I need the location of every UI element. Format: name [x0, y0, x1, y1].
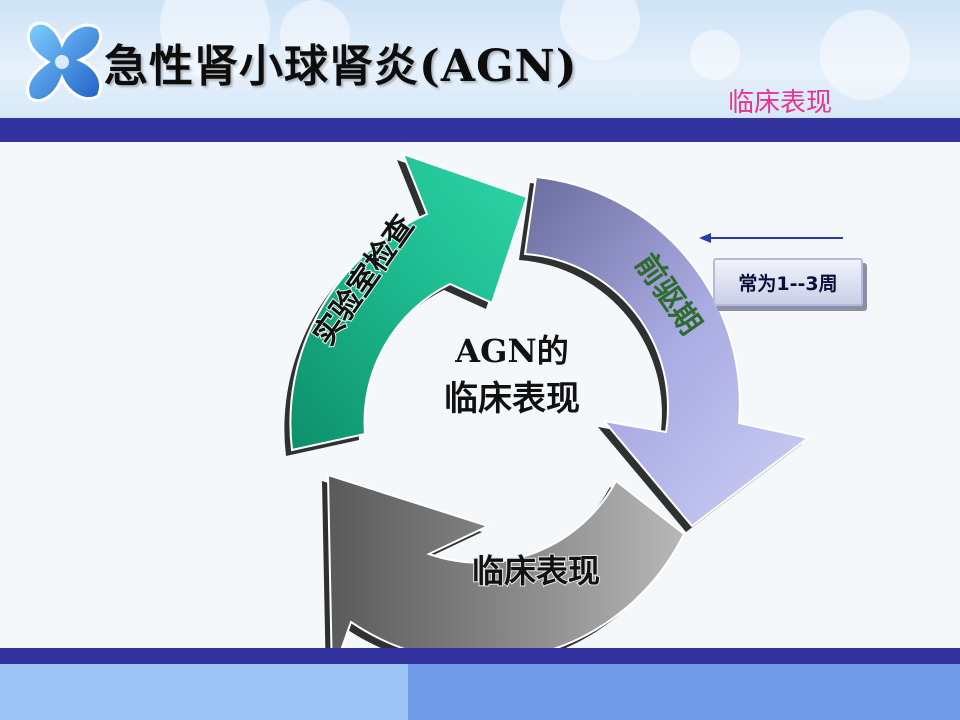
- note-text: 常为1--3周: [738, 272, 838, 295]
- header-divider-bar: [0, 118, 960, 142]
- cycle-arrow-lab: [289, 152, 529, 452]
- center-title-line1: AGN的: [454, 332, 568, 370]
- segment-label-clinical: 临床表现: [472, 552, 600, 590]
- puzzle-logo-icon: [26, 21, 103, 102]
- cycle-arrow-prodrome: [523, 175, 811, 528]
- center-title-line2: 临床表现: [444, 379, 580, 419]
- cycle-arrow-clinical: [326, 473, 686, 677]
- note-arrowhead-icon: [699, 233, 711, 243]
- slide-title: 急性肾小球肾炎(AGN): [104, 41, 578, 92]
- note-box: 常为1--3周: [713, 258, 863, 306]
- slide-header: 急性肾小球肾炎(AGN) 临床表现: [0, 0, 960, 118]
- footer-left-panel: [0, 664, 408, 720]
- footer-divider-bar: [0, 648, 960, 664]
- footer-right-panel: [408, 664, 960, 720]
- slide-subtitle: 临床表现: [728, 88, 833, 118]
